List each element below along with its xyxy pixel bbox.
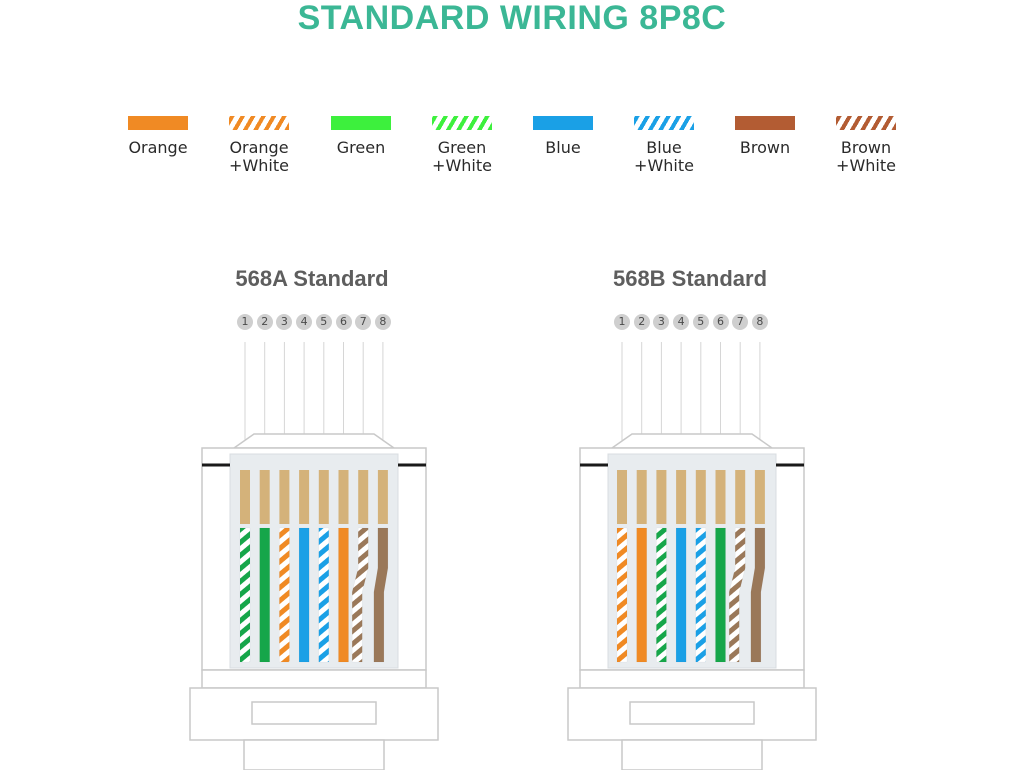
wire-green	[259, 527, 270, 663]
wire-orange	[636, 527, 647, 663]
pin-number: 3	[653, 314, 670, 330]
pin-number: 3	[276, 314, 293, 330]
pin-number: 6	[335, 314, 352, 330]
legend-item: Green +White	[407, 116, 517, 175]
pin-number: 6	[712, 314, 729, 330]
legend-item: Orange +White	[204, 116, 314, 175]
legend-item: Brown +White	[811, 116, 921, 175]
legend-item: Orange	[103, 116, 213, 157]
gold-contact	[636, 470, 647, 524]
legend-label: Blue +White	[634, 138, 694, 175]
legend-swatch	[533, 116, 593, 130]
gold-contact	[318, 470, 329, 524]
pin-number: 4	[673, 314, 690, 330]
legend-swatch	[836, 116, 896, 130]
legend-label: Green +White	[432, 138, 492, 175]
wire-orange	[338, 527, 349, 663]
wire-green-white	[239, 527, 251, 663]
standard-title: 568A Standard	[235, 266, 389, 291]
pin-number: 7	[732, 314, 749, 330]
gold-contact	[279, 470, 290, 524]
gold-contact	[377, 470, 388, 524]
wire-blue	[675, 527, 687, 663]
legend-label: Brown	[739, 138, 791, 157]
legend-item: Blue	[508, 116, 618, 157]
legend-label: Orange	[128, 138, 188, 157]
wire-blue-white	[318, 527, 330, 663]
pin-number: 5	[315, 314, 332, 330]
wire-blue	[298, 527, 310, 663]
legend-swatch	[229, 116, 289, 130]
gold-contact	[338, 470, 349, 524]
wire-blue-white	[695, 527, 707, 663]
gold-contact	[617, 470, 627, 524]
gold-contact	[259, 470, 270, 524]
legend-item: Blue +White	[609, 116, 719, 175]
legend-label: Brown +White	[836, 138, 896, 175]
legend-item: Brown	[710, 116, 820, 157]
legend-swatch	[128, 116, 188, 130]
gold-contact	[656, 470, 667, 524]
legend-swatch	[634, 116, 694, 130]
pin-number: 2	[256, 314, 273, 330]
gold-contact	[240, 470, 250, 524]
gold-contact	[735, 470, 746, 524]
pin-number: 8	[374, 314, 391, 330]
legend-swatch	[331, 116, 391, 130]
gold-contact	[299, 470, 310, 524]
gold-contact	[676, 470, 687, 524]
rj45-plug	[189, 342, 439, 770]
pin-number: 1	[614, 314, 630, 330]
gold-contact	[358, 470, 369, 524]
pin-number: 5	[692, 314, 709, 330]
wire-brown	[750, 527, 766, 663]
pin-number: 2	[633, 314, 650, 330]
page-title: STANDARD WIRING 8P8C	[297, 0, 727, 37]
gold-contact	[754, 470, 765, 524]
wire-green	[715, 527, 726, 663]
wire-orange-white	[616, 527, 628, 663]
pin-number: 1	[237, 314, 253, 330]
gold-contact	[715, 470, 726, 524]
legend-label: Green	[336, 138, 386, 157]
wire-orange-white	[279, 527, 290, 663]
legend-label: Blue	[545, 138, 581, 157]
gold-contact	[695, 470, 706, 524]
pin-number: 8	[751, 314, 768, 330]
rj45-plug	[567, 342, 817, 770]
legend-swatch	[432, 116, 492, 130]
legend-swatch	[735, 116, 795, 130]
wire-brown-white	[351, 527, 369, 663]
wire-green-white	[656, 527, 667, 663]
wire-brown-white	[728, 527, 746, 663]
legend-item: Green	[306, 116, 416, 157]
standard-title: 568B Standard	[612, 266, 768, 291]
pin-number: 4	[296, 314, 313, 330]
wire-brown	[373, 527, 389, 663]
pin-number: 7	[355, 314, 372, 330]
legend-label: Orange +White	[229, 138, 289, 175]
